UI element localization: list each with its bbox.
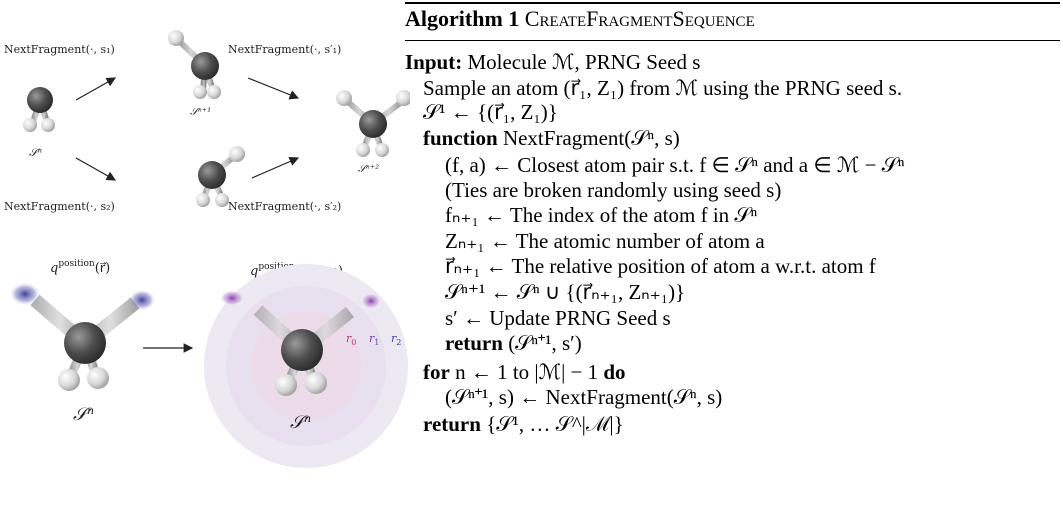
algo-line-atomic-number: Zₙ₊₁ ← The atomic number of atom a xyxy=(445,229,765,253)
label-next-s1p: NextFragment(·, s′₁) xyxy=(228,43,341,56)
molecule-sn2 xyxy=(336,90,410,157)
algo-line-union: 𝒮ⁿ⁺¹ ← 𝒮ⁿ ∪ {(r⃗ₙ₊₁, Zₙ₊₁)} xyxy=(445,280,686,304)
label-r1: r1 xyxy=(369,332,379,347)
arrow-up-left xyxy=(75,77,117,101)
algo-line-ties: (Ties are broken randomly using seed s) xyxy=(445,178,782,202)
algorithm-box: Algorithm 1 CreateFragmentSequence Input… xyxy=(405,0,1060,506)
algo-line-closest: (f, a) ← Closest atom pair s.t. f ∈ 𝒮ⁿ a… xyxy=(445,153,905,177)
molecule-figure: 𝒮ⁿ NextFragment(·, s₁) NextFragment(·, s… xyxy=(0,0,410,506)
molecule-sn xyxy=(23,87,55,132)
label-r0: r0 xyxy=(346,332,356,347)
label-r2: r2 xyxy=(391,332,401,347)
label-sn2: 𝒮ⁿ⁺² xyxy=(358,164,379,175)
algo-line-sample: Sample an atom (r⃗₁, Z₁) from ℳ using th… xyxy=(423,76,903,100)
label-sn-top: 𝒮ⁿ xyxy=(29,146,42,159)
algorithm-title: Algorithm 1 CreateFragmentSequence xyxy=(405,6,755,32)
label-next-s1: NextFragment(·, s₁) xyxy=(4,43,115,56)
algo-line-return-outer: return {𝒮¹, … 𝒮^|ℳ|} xyxy=(423,412,624,436)
label-sn-bottom-left: 𝒮ⁿ xyxy=(73,404,94,425)
rule-top xyxy=(405,2,1060,4)
algo-line-call: (𝒮ⁿ⁺¹, s) ← NextFragment(𝒮ⁿ, s) xyxy=(445,385,723,409)
rule-mid xyxy=(405,40,1060,41)
algo-line-input: Input: Molecule ℳ, PRNG Seed s xyxy=(405,50,701,74)
algorithm-name: CreateFragmentSequence xyxy=(524,6,755,31)
molecule-sn1-lower xyxy=(196,146,245,207)
arrow-up-right xyxy=(247,77,300,100)
label-sn-bottom-right: 𝒮ⁿ xyxy=(290,412,311,433)
figure-canvas: 𝒮ⁿ NextFragment(·, s₁) NextFragment(·, s… xyxy=(4,30,410,468)
label-next-s2p: NextFragment(·, s′₂) xyxy=(228,200,341,213)
algo-line-index: fₙ₊₁ ← The index of the atom f in 𝒮ⁿ xyxy=(445,203,758,227)
algo-line-return-inner: return (𝒮ⁿ⁺¹, s′) xyxy=(445,331,582,355)
molecule-sn-bottom-left xyxy=(9,282,156,391)
arrow-down-right xyxy=(251,156,300,179)
algo-line-update-seed: s′ ← Update PRNG Seed s xyxy=(445,306,671,330)
algo-line-s1: 𝒮¹ ← {(r⃗₁, Z₁)} xyxy=(423,100,558,124)
algo-line-function: function NextFragment(𝒮ⁿ, s) xyxy=(423,126,680,150)
label-next-s2: NextFragment(·, s₂) xyxy=(4,200,115,213)
algo-line-for: for n ← 1 to |ℳ| − 1 do xyxy=(423,360,626,384)
molecule-sn1-upper xyxy=(168,30,221,99)
label-sn1: 𝒮ⁿ⁺¹ xyxy=(190,107,211,118)
arrow-down-left xyxy=(75,157,117,181)
molecule-sn-bottom-right xyxy=(253,305,355,396)
algorithm-number: Algorithm 1 xyxy=(405,6,520,31)
algo-line-position: r⃗ₙ₊₁ ← The relative position of atom a … xyxy=(445,254,876,278)
label-q-left: qposition(r⃗) xyxy=(50,259,110,276)
